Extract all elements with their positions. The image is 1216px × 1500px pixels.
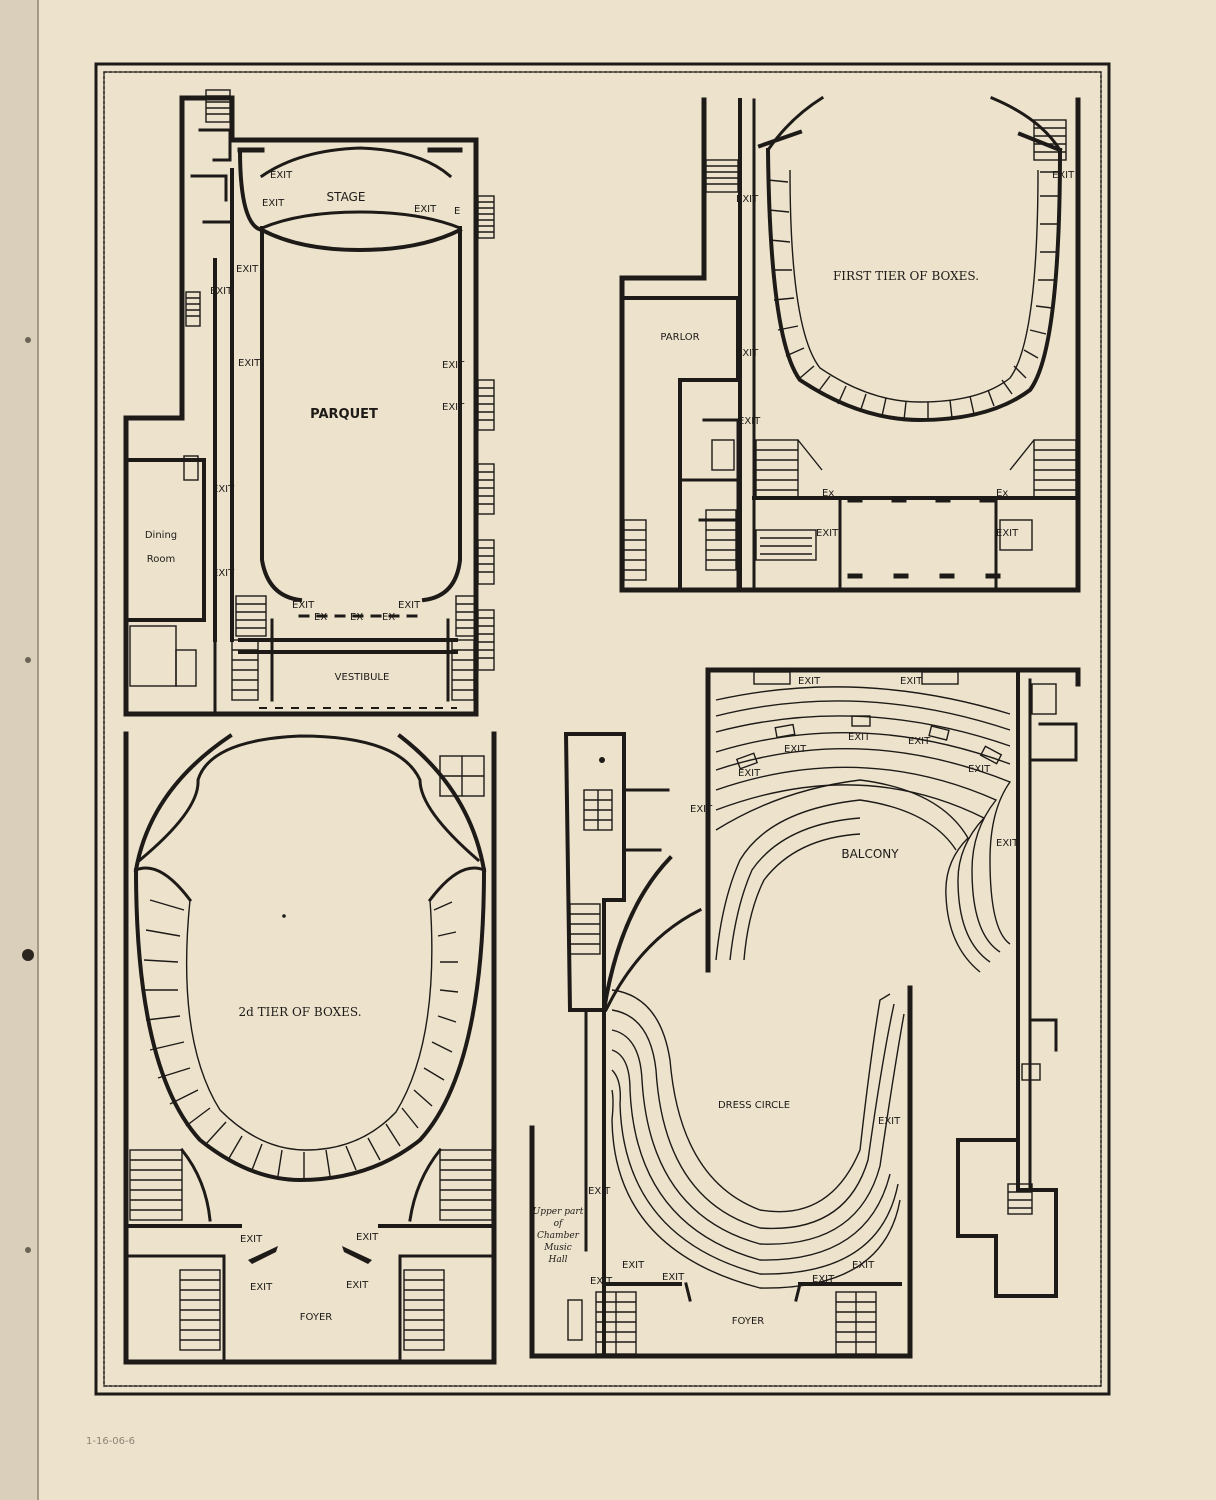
chamber-hall-label-4: Music: [543, 1243, 572, 1253]
exit-label: EXIT: [736, 348, 759, 359]
page-frame: [94, 62, 1111, 1396]
first-tier-title: FIRST TIER OF BOXES.: [833, 269, 979, 283]
exit-label: EXIT: [212, 568, 235, 579]
chamber-hall-label-2: of: [554, 1219, 564, 1229]
exit-label: EXIT: [908, 736, 931, 747]
dining-room-label-1: Dining: [145, 530, 177, 541]
chamber-hall-label-3: Chamber: [537, 1231, 580, 1241]
exit-label: EXIT: [690, 804, 713, 815]
exit-label: EXIT: [270, 170, 293, 181]
binding-hole: [25, 337, 31, 343]
exit-label: EXIT: [414, 204, 437, 215]
dress-circle-label: DRESS CIRCLE: [718, 1100, 790, 1111]
exit-label: EXIT: [738, 768, 761, 779]
exit-label: EXIT: [622, 1260, 645, 1271]
balcony-label: BALCONY: [841, 847, 899, 861]
exit-label: EXIT: [900, 676, 923, 687]
exit-label: EXIT: [996, 528, 1019, 539]
ex-short-label: E: [454, 206, 460, 217]
exit-label: EXIT: [210, 286, 233, 297]
exit-label: EXIT: [662, 1272, 685, 1283]
exit-label: EXIT: [784, 744, 807, 755]
exit-label: EXIT: [262, 198, 285, 209]
exit-label: EXIT: [398, 600, 421, 611]
stage-label: STAGE: [327, 190, 366, 204]
exit-label: EXIT: [588, 1186, 611, 1197]
exit-label: EXIT: [736, 194, 759, 205]
exit-label: EXIT: [996, 838, 1019, 849]
second-tier-title: 2d TIER OF BOXES.: [238, 1005, 361, 1019]
ex-label: EX: [314, 612, 327, 623]
exit-label: EXIT: [346, 1280, 369, 1291]
ex-label: EX: [350, 612, 363, 623]
chamber-hall-label-1: Upper part: [533, 1207, 584, 1217]
foyer-label: FOYER: [732, 1316, 765, 1327]
archive-note: 1-16-06-6: [86, 1436, 135, 1447]
foyer-label: FOYER: [300, 1312, 333, 1323]
parlor-label: PARLOR: [660, 332, 699, 343]
exit-label: EXIT: [356, 1232, 379, 1243]
exit-label: EXIT: [442, 402, 465, 413]
binding-hole: [25, 657, 31, 663]
exit-label: EXIT: [236, 264, 259, 275]
parquet-label: PARQUET: [310, 407, 378, 422]
exit-label: EXIT: [590, 1276, 613, 1287]
exit-label: EXIT: [292, 600, 315, 611]
exit-label: EXIT: [250, 1282, 273, 1293]
first-tier-floor-plan: FIRST TIER OF BOXES. PARLOR EXIT EXIT EX…: [619, 95, 1081, 593]
exit-label: EXIT: [812, 1274, 835, 1285]
exit-label: EXIT: [878, 1116, 901, 1127]
exit-label: EXIT: [816, 528, 839, 539]
ex-label: Ex: [996, 488, 1008, 499]
binding-hole: [22, 949, 34, 961]
binding-hole: [25, 1247, 31, 1253]
binding-edge: [0, 0, 38, 1500]
exit-label: EXIT: [848, 732, 871, 743]
exit-label: EXIT: [798, 676, 821, 687]
ex-label: EX: [382, 612, 395, 623]
second-tier-floor-plan: 2d TIER OF BOXES. FOYER EXIT EXIT EXIT E…: [123, 731, 497, 1365]
chamber-hall-label-5: Hall: [548, 1255, 568, 1265]
exit-label: EXIT: [240, 1234, 263, 1245]
exit-label: EXIT: [442, 360, 465, 371]
exit-label: EXIT: [1052, 170, 1075, 181]
ex-label: Ex: [822, 488, 834, 499]
exit-label: EXIT: [238, 358, 261, 369]
exit-label: EXIT: [212, 484, 235, 495]
vestibule-label: VESTIBULE: [335, 672, 390, 683]
exit-label: EXIT: [968, 764, 991, 775]
exit-label: EXIT: [738, 416, 761, 427]
dining-room-label-2: Room: [147, 554, 175, 565]
parquet-floor-plan: STAGE PARQUET Dining Room VESTIBULE EXIT…: [123, 89, 495, 717]
exit-label: EXIT: [852, 1260, 875, 1271]
balcony-dress-circle-floor-plan: BALCONY DRESS CIRCLE FOYER EXIT EXIT EXI…: [529, 667, 1081, 1359]
